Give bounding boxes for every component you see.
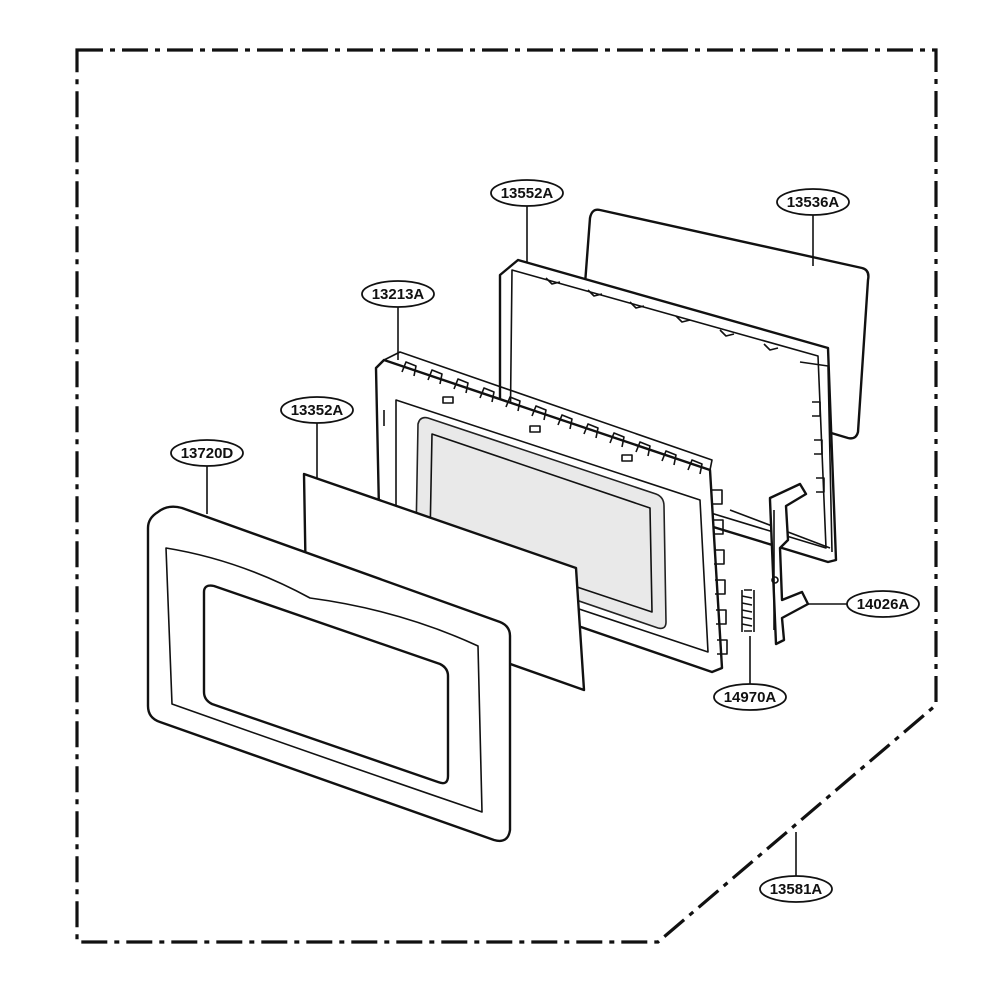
callout-14970A-text: 14970A bbox=[724, 689, 777, 706]
callout-13536A: 13536A bbox=[776, 188, 850, 216]
part-14970A-spring bbox=[741, 589, 755, 632]
callout-14026A: 14026A bbox=[846, 590, 920, 618]
callout-13552A-text: 13552A bbox=[501, 185, 554, 202]
callout-14026A-text: 14026A bbox=[857, 596, 910, 613]
callout-13213A: 13213A bbox=[361, 280, 435, 308]
callout-13581A-text: 13581A bbox=[770, 881, 823, 898]
callout-13536A-text: 13536A bbox=[787, 194, 840, 211]
callout-13581A: 13581A bbox=[759, 875, 833, 903]
callout-13720D-text: 13720D bbox=[181, 445, 234, 462]
leader-lines bbox=[206, 206, 847, 876]
part-14026A-latch bbox=[768, 482, 810, 646]
callout-13352A-text: 13352A bbox=[291, 402, 344, 419]
callout-13213A-text: 13213A bbox=[372, 286, 425, 303]
callout-14970A: 14970A bbox=[713, 683, 787, 711]
part-13720D-front-frame bbox=[146, 505, 512, 843]
callout-13352A: 13352A bbox=[280, 396, 354, 424]
callout-13720D: 13720D bbox=[170, 439, 244, 467]
callout-13552A: 13552A bbox=[490, 179, 564, 207]
